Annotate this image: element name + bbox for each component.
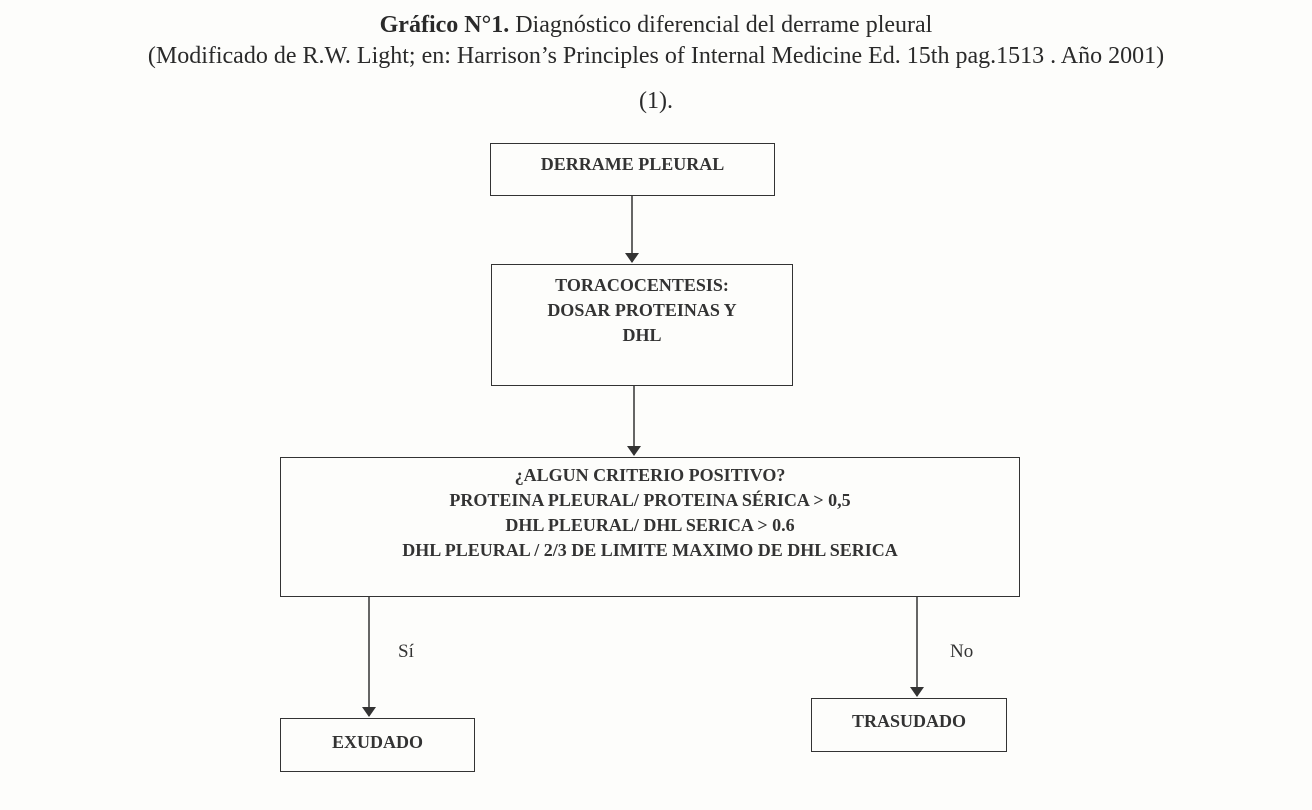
node-toracocentesis: TORACOCENTESIS: DOSAR PROTEINAS Y DHL: [491, 264, 793, 386]
node-criterio-positivo: ¿ALGUN CRITERIO POSITIVO? PROTEINA PLEUR…: [280, 457, 1020, 597]
edge-label-yes: Sí: [398, 641, 414, 662]
node-criterio-line-3: DHL PLEURAL/ DHL SERICA > 0.6: [505, 515, 795, 535]
figure-source: (Modificado de R.W. Light; en: Harrison’…: [147, 43, 1165, 69]
node-toracocentesis-line-3: DHL: [622, 325, 662, 345]
node-criterio-line-1: ¿ALGUN CRITERIO POSITIVO?: [514, 465, 786, 485]
node-toracocentesis-line-1: TORACOCENTESIS:: [555, 275, 729, 295]
node-trasudado-text: TRASUDADO: [851, 711, 966, 731]
node-derrame-pleural: DERRAME PLEURAL: [490, 143, 775, 196]
figure-title-text: Diagnóstico diferencial del derrame pleu…: [509, 12, 933, 38]
node-toracocentesis-line-2: DOSAR PROTEINAS Y: [547, 300, 737, 320]
figure-number: Gráfico N°1.: [379, 12, 510, 38]
figure-reference: (1).: [639, 88, 673, 114]
node-exudado-text: EXUDADO: [331, 732, 423, 752]
edge-label-no: No: [950, 641, 974, 662]
node-criterio-line-4: DHL PLEURAL / 2/3 DE LIMITE MAXIMO DE DH…: [402, 540, 898, 560]
node-trasudado: TRASUDADO: [811, 698, 1007, 752]
node-exudado: EXUDADO: [280, 718, 475, 772]
node-criterio-line-2: PROTEINA PLEURAL/ PROTEINA SÉRICA > 0,5: [449, 490, 851, 510]
node-derrame-pleural-text: DERRAME PLEURAL: [540, 154, 725, 174]
figure-title: Gráfico N°1. Diagnóstico diferencial del…: [0, 10, 1312, 40]
